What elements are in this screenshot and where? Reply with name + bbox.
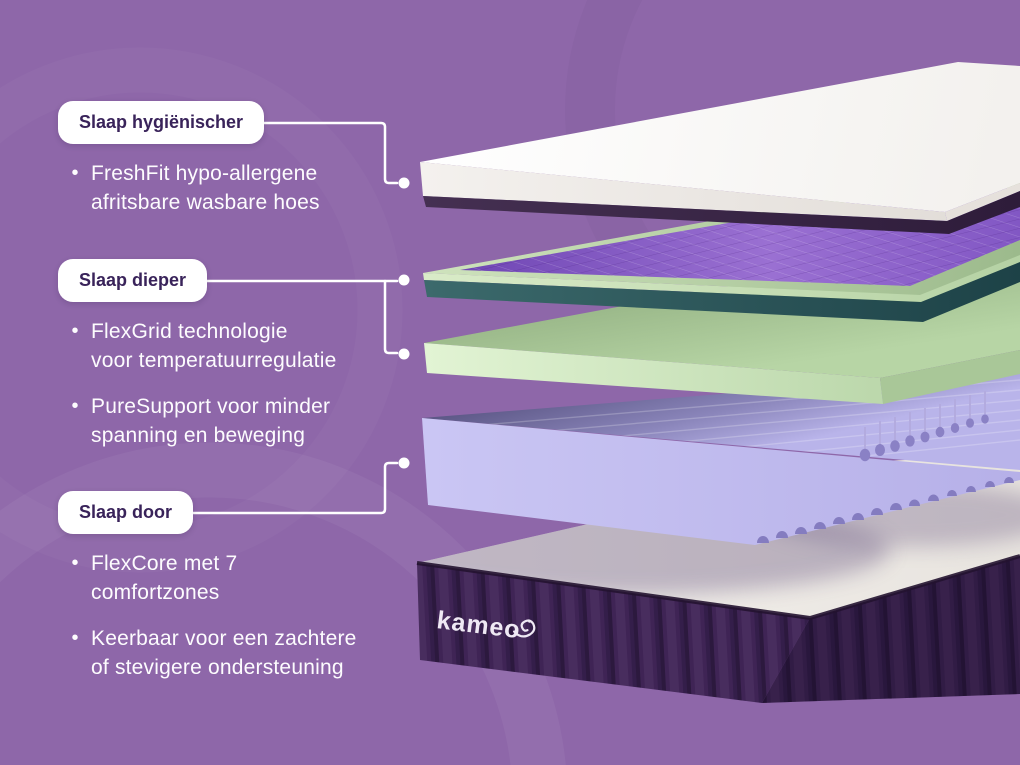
bullet-keerbaar: • Keerbaar voor een zachtere of steviger… xyxy=(68,624,408,682)
bullet-marker: • xyxy=(71,395,79,417)
bullet-text: PureSupport voor minder xyxy=(91,395,331,418)
bullet-marker: • xyxy=(71,552,79,574)
bullet-text: FlexGrid technologie xyxy=(91,320,288,343)
connector-dots xyxy=(398,177,410,469)
bullet-text: spanning en beweging xyxy=(91,424,306,447)
callout-label-dieper: Slaap dieper xyxy=(58,259,208,302)
connector-cover xyxy=(248,121,399,185)
bullet-marker: • xyxy=(71,627,79,649)
bullet-text: of stevigere ondersteuning xyxy=(91,656,344,679)
bullet-flexcore: • FlexCore met 7 comfortzones xyxy=(68,549,408,607)
connector-flexcore xyxy=(178,461,399,515)
chameleon-icon xyxy=(513,619,536,638)
flexcore-bumps xyxy=(757,477,1014,543)
bullet-flexgrid: • FlexGrid technologie voor temperatuurr… xyxy=(68,317,408,375)
bullet-marker: • xyxy=(71,320,79,342)
bullet-text: voor temperatuurregulatie xyxy=(91,349,337,372)
connector-foam xyxy=(383,279,399,355)
callout-label-hygienischer: Slaap hygiënischer xyxy=(58,101,265,144)
flexcore-pins xyxy=(859,391,989,462)
bullet-marker: • xyxy=(71,162,79,184)
bullet-text: FreshFit hypo-allergene xyxy=(91,162,318,185)
bullet-freshfit: • FreshFit hypo-allergene afritsbare was… xyxy=(68,159,408,217)
bullet-text: Keerbaar voor een zachtere xyxy=(91,627,357,650)
bullet-puresupport: • PureSupport voor minder spanning en be… xyxy=(68,392,408,450)
layer-cover xyxy=(420,62,1020,234)
bullet-text: FlexCore met 7 xyxy=(91,552,238,575)
bullet-text: comfortzones xyxy=(91,581,220,604)
bullet-text: afritsbare wasbare hoes xyxy=(91,191,320,214)
callout-connectors xyxy=(178,121,399,515)
callout-label-door: Slaap door xyxy=(58,491,194,534)
